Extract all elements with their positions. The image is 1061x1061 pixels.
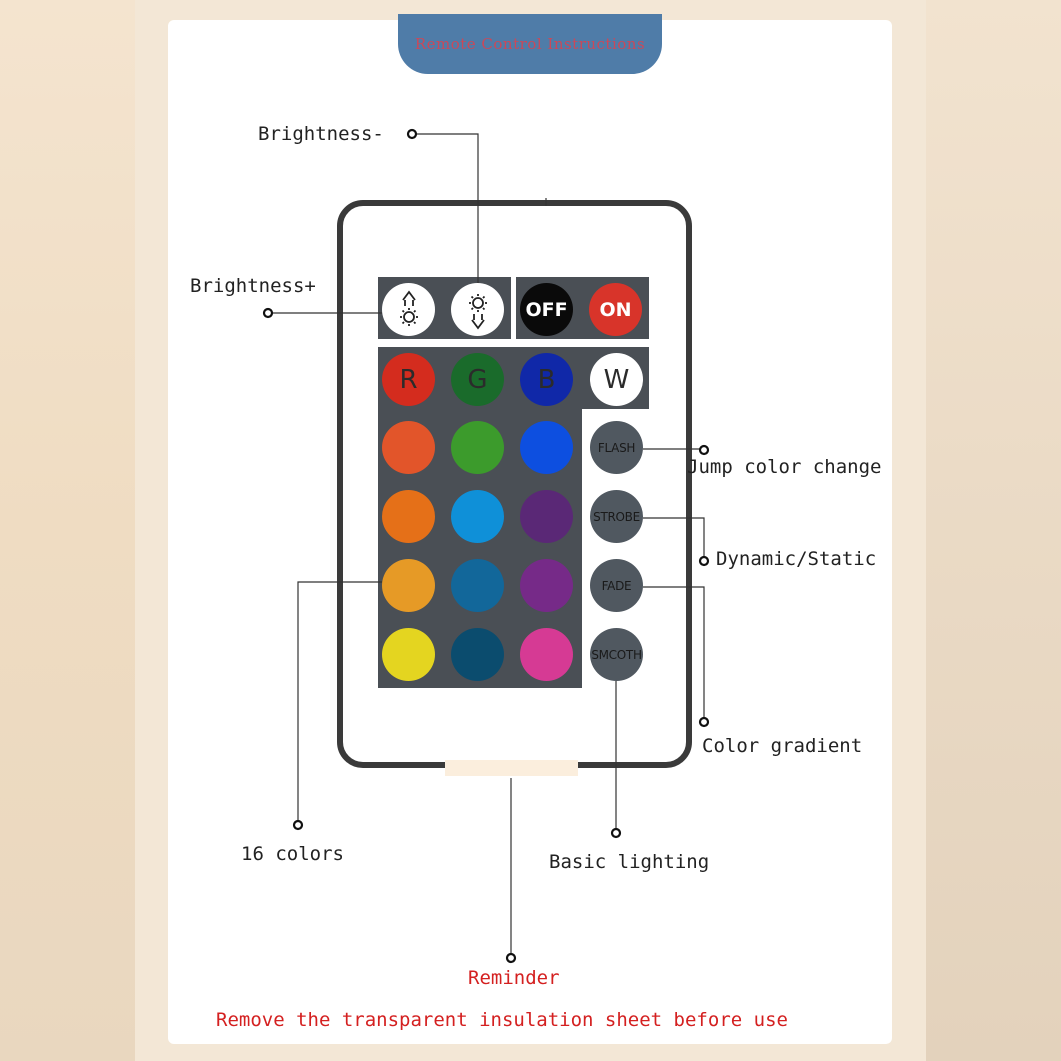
color-gradient-label: Color gradient: [702, 735, 863, 757]
smooth-button[interactable]: SMCOTH: [590, 628, 643, 681]
jump-color-change-label: Jump color change: [687, 456, 882, 478]
color-button[interactable]: [451, 490, 504, 543]
color-button[interactable]: [382, 421, 435, 474]
brightness-minus-label: Brightness-: [258, 123, 384, 145]
sixteen-colors-label: 16 colors: [241, 843, 344, 865]
background-right: [926, 0, 1061, 1061]
red-button[interactable]: R: [382, 353, 435, 406]
blue-button[interactable]: B: [520, 353, 573, 406]
color-button[interactable]: [382, 559, 435, 612]
off-button[interactable]: OFF: [520, 283, 573, 336]
color-button[interactable]: [520, 559, 573, 612]
color-button[interactable]: [451, 421, 504, 474]
sun-arrow-down-icon: [468, 293, 487, 329]
brightness-minus-button[interactable]: [451, 283, 504, 336]
color-button[interactable]: [382, 490, 435, 543]
color-button[interactable]: [382, 628, 435, 681]
background-left: [0, 0, 135, 1061]
green-button[interactable]: G: [451, 353, 504, 406]
on-button[interactable]: ON: [589, 283, 642, 336]
fade-button[interactable]: FADE: [590, 559, 643, 612]
color-button[interactable]: [520, 421, 573, 474]
title-banner: Remote Control Instructions: [398, 14, 662, 74]
reminder-text: Remove the transparent insulation sheet …: [216, 1009, 788, 1031]
dynamic-static-label: Dynamic/Static: [716, 548, 877, 570]
reminder-label: Reminder: [468, 967, 560, 989]
sun-arrow-up-icon: [399, 290, 418, 326]
strobe-button[interactable]: STROBE: [590, 490, 643, 543]
flash-button[interactable]: FLASH: [590, 421, 643, 474]
color-button[interactable]: [451, 559, 504, 612]
basic-lighting-label: Basic lighting: [549, 851, 710, 873]
color-button[interactable]: [451, 628, 504, 681]
brightness-plus-button[interactable]: [382, 283, 435, 336]
white-button[interactable]: W: [590, 353, 643, 406]
color-button[interactable]: [520, 628, 573, 681]
insulation-sheet-tab: [445, 760, 578, 776]
color-button[interactable]: [520, 490, 573, 543]
brightness-plus-label: Brightness+: [190, 275, 316, 297]
